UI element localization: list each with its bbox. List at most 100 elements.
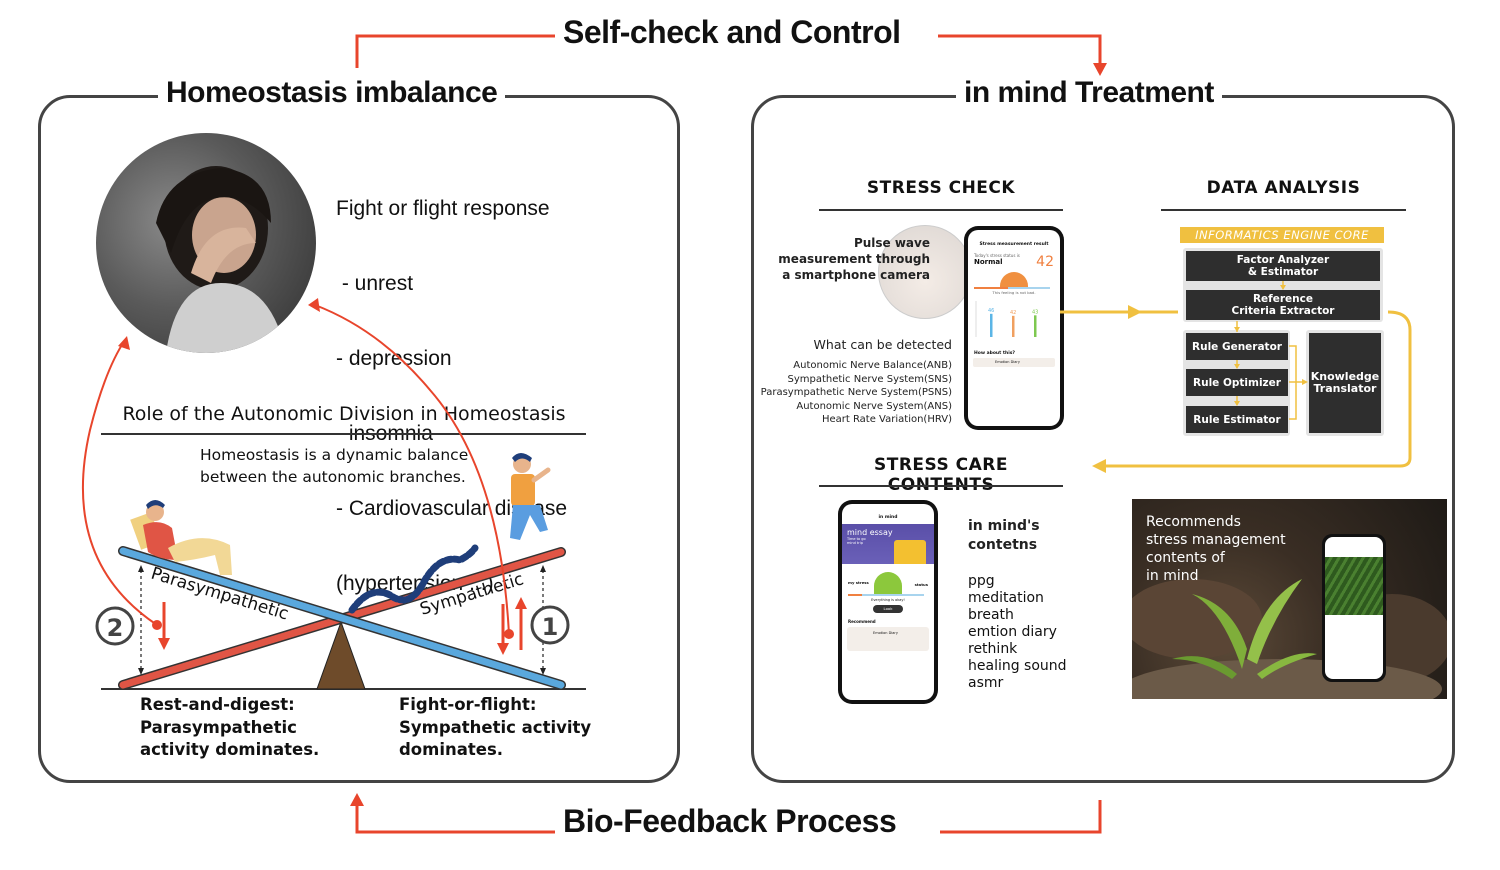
stress-care-divider <box>819 485 1063 487</box>
contents-title-line: contetns <box>968 537 1038 553</box>
emotion-diary-card[interactable]: Emotion Diary <box>973 358 1055 367</box>
contents-title-line: in mind's <box>968 518 1040 534</box>
stress-check-divider <box>819 209 1063 211</box>
fight-flight-symptoms: Fight or flight response - unrest - depr… <box>336 146 567 621</box>
my-stress-label: my stress <box>848 580 869 585</box>
mascot-book-icon <box>894 540 926 564</box>
detect-item: Autonomic Nerve System(ANS) <box>796 400 952 412</box>
detect-list: Autonomic Nerve Balance(ANB) Sympathetic… <box>760 359 952 427</box>
mini-chart-value-label: 42 <box>1010 310 1016 316</box>
running-man-icon <box>510 453 551 540</box>
detect-item: Autonomic Nerve Balance(ANB) <box>793 360 952 371</box>
everything-text: Everything is okay! <box>871 598 905 602</box>
parasympathetic-to-photo-arrow <box>81 339 158 626</box>
pulse-wave-caption: Pulse wave measurement through a smartph… <box>760 235 930 283</box>
self-check-line-right <box>938 34 1102 64</box>
contents-item: healing sound <box>968 658 1067 674</box>
mini-chart-bar <box>990 313 993 337</box>
recommend-label: Recommend <box>848 619 876 624</box>
box-line: Knowledge <box>1310 370 1380 383</box>
contents-item: meditation <box>968 590 1044 606</box>
self-check-label: Self-check and Control <box>555 14 909 51</box>
contents-item: emtion diary <box>968 624 1057 640</box>
contents-item: rethink <box>968 641 1018 657</box>
factor-analyzer-box: Factor Analyzer& Estimator <box>1186 251 1380 281</box>
caption-line: Fight-or-flight: <box>399 695 537 714</box>
bio-feedback-arrowhead <box>350 793 364 806</box>
marker-2-label: 2 <box>107 614 124 642</box>
box-line: & Estimator <box>1247 266 1319 278</box>
stress-result-header: Stress measurement result <box>979 242 1049 247</box>
parasympathetic-bar <box>119 547 565 689</box>
feeling-text: This feeling is not bad. <box>992 290 1036 295</box>
stress-status-label: Today's stress status is <box>974 253 1020 258</box>
look-button[interactable]: Look <box>873 605 903 613</box>
engine-to-care-line <box>1104 310 1412 468</box>
in-mind-home-screen: in mind mind essay Time to go mind trip … <box>842 504 934 700</box>
emotion-diary-card[interactable]: Emotion Diary <box>847 627 929 651</box>
stress-mascot-icon <box>1000 272 1028 287</box>
seesaw-subtitle: Homeostasis is a dynamic balance between… <box>200 444 468 488</box>
rule-estimator-box: Rule Estimator <box>1186 406 1288 433</box>
stress-care-heading: STRESS CARE CONTENTS <box>873 455 1009 495</box>
contents-item: breath <box>968 607 1014 623</box>
seesaw-title-divider <box>101 433 586 435</box>
mini-chart-value-label: 46 <box>988 308 994 314</box>
contents-list: ppg meditation breath emtion diary rethi… <box>968 573 1067 692</box>
symptom-item: - unrest <box>336 272 414 295</box>
self-check-line-left <box>355 34 555 68</box>
recommends-caption: Recommends stress management contents of… <box>1146 513 1286 585</box>
detect-item: Parasympathetic Nerve System(PSNS) <box>760 387 952 398</box>
caption-line: in mind <box>1146 568 1199 584</box>
seesaw-illustration: Parasympathetic Sympathetic 2 1 <box>81 298 586 690</box>
bio-feedback-line-left <box>355 805 555 834</box>
pulse-line: a smartphone camera <box>782 268 930 282</box>
caption-line: stress management <box>1146 532 1286 548</box>
caption-line: dominates. <box>399 740 504 759</box>
stress-result-screen: Stress measurement result Today's stress… <box>968 230 1060 426</box>
pulse-line: Pulse wave <box>853 236 930 250</box>
mind-essay-banner[interactable]: mind essay Time to go mind trip <box>842 524 934 564</box>
asmr-phone <box>1322 534 1386 682</box>
caption-line: activity dominates. <box>140 740 320 759</box>
engine-to-care-arrow <box>1092 459 1106 473</box>
stressed-woman-photo <box>96 133 316 353</box>
treatment-panel-title: in mind Treatment <box>956 76 1222 110</box>
banner-subtitle: Time to go mind trip <box>847 537 866 545</box>
box-line: Reference <box>1252 293 1313 305</box>
seesaw-title: Role of the Autonomic Division in Homeos… <box>122 403 566 425</box>
homeostasis-panel-title: Homeostasis imbalance <box>158 76 506 110</box>
fight-flight-caption: Fight-or-flight: Sympathetic activity do… <box>399 694 591 762</box>
green-mascot-icon <box>874 572 902 594</box>
status-label: status <box>914 582 928 587</box>
marker-1-label: 1 <box>542 613 559 641</box>
sympathetic-to-photo-arrow <box>314 304 510 635</box>
app-name: in mind <box>878 515 898 520</box>
box-line: Translator <box>1313 382 1377 395</box>
caption-line: contents of <box>1146 550 1225 566</box>
stress-check-heading: STRESS CHECK <box>866 178 1016 198</box>
mini-chart-bar <box>1012 315 1015 337</box>
box-line: Criteria Extractor <box>1231 305 1335 317</box>
plants-and-rocks-icon <box>1132 579 1447 699</box>
data-analysis-heading: DATA ANALYSIS <box>1206 178 1361 198</box>
box-line: Factor Analyzer <box>1236 254 1330 266</box>
contents-title: in mind's contetns <box>968 517 1040 555</box>
camera-magnifier-circle <box>878 225 972 319</box>
caption-line: Rest-and-digest: <box>140 695 295 714</box>
seesaw-subtitle-line: between the autonomic branches. <box>200 468 466 486</box>
mini-chart-bar <box>1034 315 1037 337</box>
contents-item: asmr <box>968 675 1004 691</box>
woman-silhouette-icon <box>156 166 286 353</box>
banner-title: mind essay <box>847 528 893 537</box>
stress-result-phone: Stress measurement result Today's stress… <box>964 226 1064 430</box>
detect-item: Heart Rate Variation(HRV) <box>821 414 952 425</box>
self-check-arrowhead <box>1093 63 1107 76</box>
rest-digest-caption: Rest-and-digest: Parasympathetic activit… <box>140 694 319 762</box>
stress-status: Normal <box>974 258 1003 266</box>
